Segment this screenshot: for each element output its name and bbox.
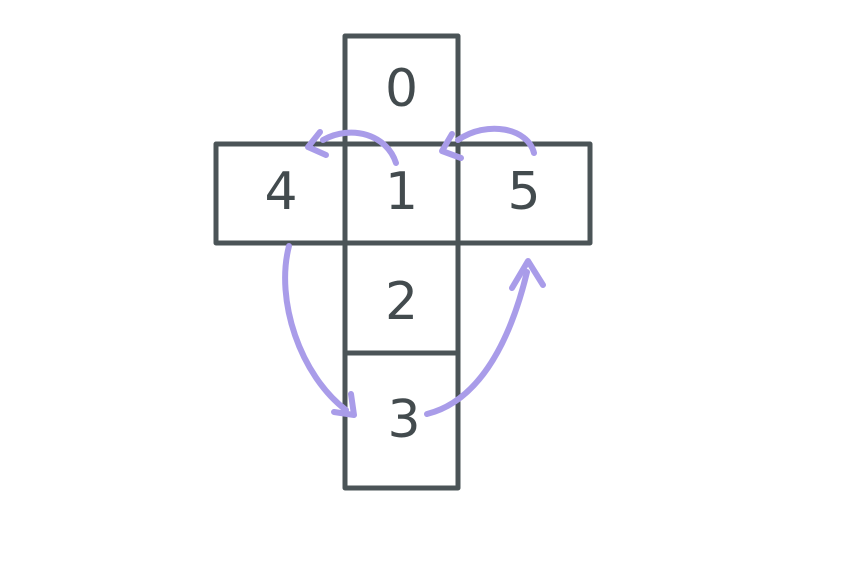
face-cell-3[interactable]: 3 <box>342 350 461 491</box>
arrow-1-to-4-curve <box>320 129 399 166</box>
net-arrows <box>282 125 546 418</box>
face-cell-2[interactable]: 2 <box>342 240 461 356</box>
face-rect-4[interactable] <box>213 141 348 246</box>
face-label-0: 0 <box>385 59 418 119</box>
face-cell-5[interactable]: 5 <box>455 141 593 246</box>
face-label-1: 1 <box>385 162 418 222</box>
arrow-4-to-3[interactable] <box>282 243 357 418</box>
face-rect-3[interactable] <box>342 350 461 491</box>
face-cell-0[interactable]: 0 <box>342 33 461 147</box>
net-faces: 0 4 1 5 2 3 <box>213 33 593 491</box>
face-rect-5[interactable] <box>455 141 593 246</box>
arrow-3-to-5-curve <box>424 269 530 417</box>
arrow-1-to-4[interactable] <box>305 129 399 166</box>
face-cell-4[interactable]: 4 <box>213 141 348 246</box>
face-label-3: 3 <box>387 390 420 450</box>
face-cell-1[interactable]: 1 <box>342 141 461 246</box>
arrow-5-to-1[interactable] <box>439 125 537 161</box>
arrow-4-to-3-curve <box>282 243 349 413</box>
face-label-5: 5 <box>507 162 540 222</box>
arrow-1-to-4-head-icon <box>305 129 329 158</box>
arrow-5-to-1-head-icon <box>439 131 464 161</box>
face-label-4: 4 <box>264 162 297 222</box>
arrow-5-to-1-curve <box>455 125 537 156</box>
arrow-3-to-5[interactable] <box>424 258 546 417</box>
face-label-2: 2 <box>385 272 418 332</box>
arrow-4-to-3-head-icon <box>331 391 357 418</box>
arrow-3-to-5-head-icon <box>509 258 546 291</box>
